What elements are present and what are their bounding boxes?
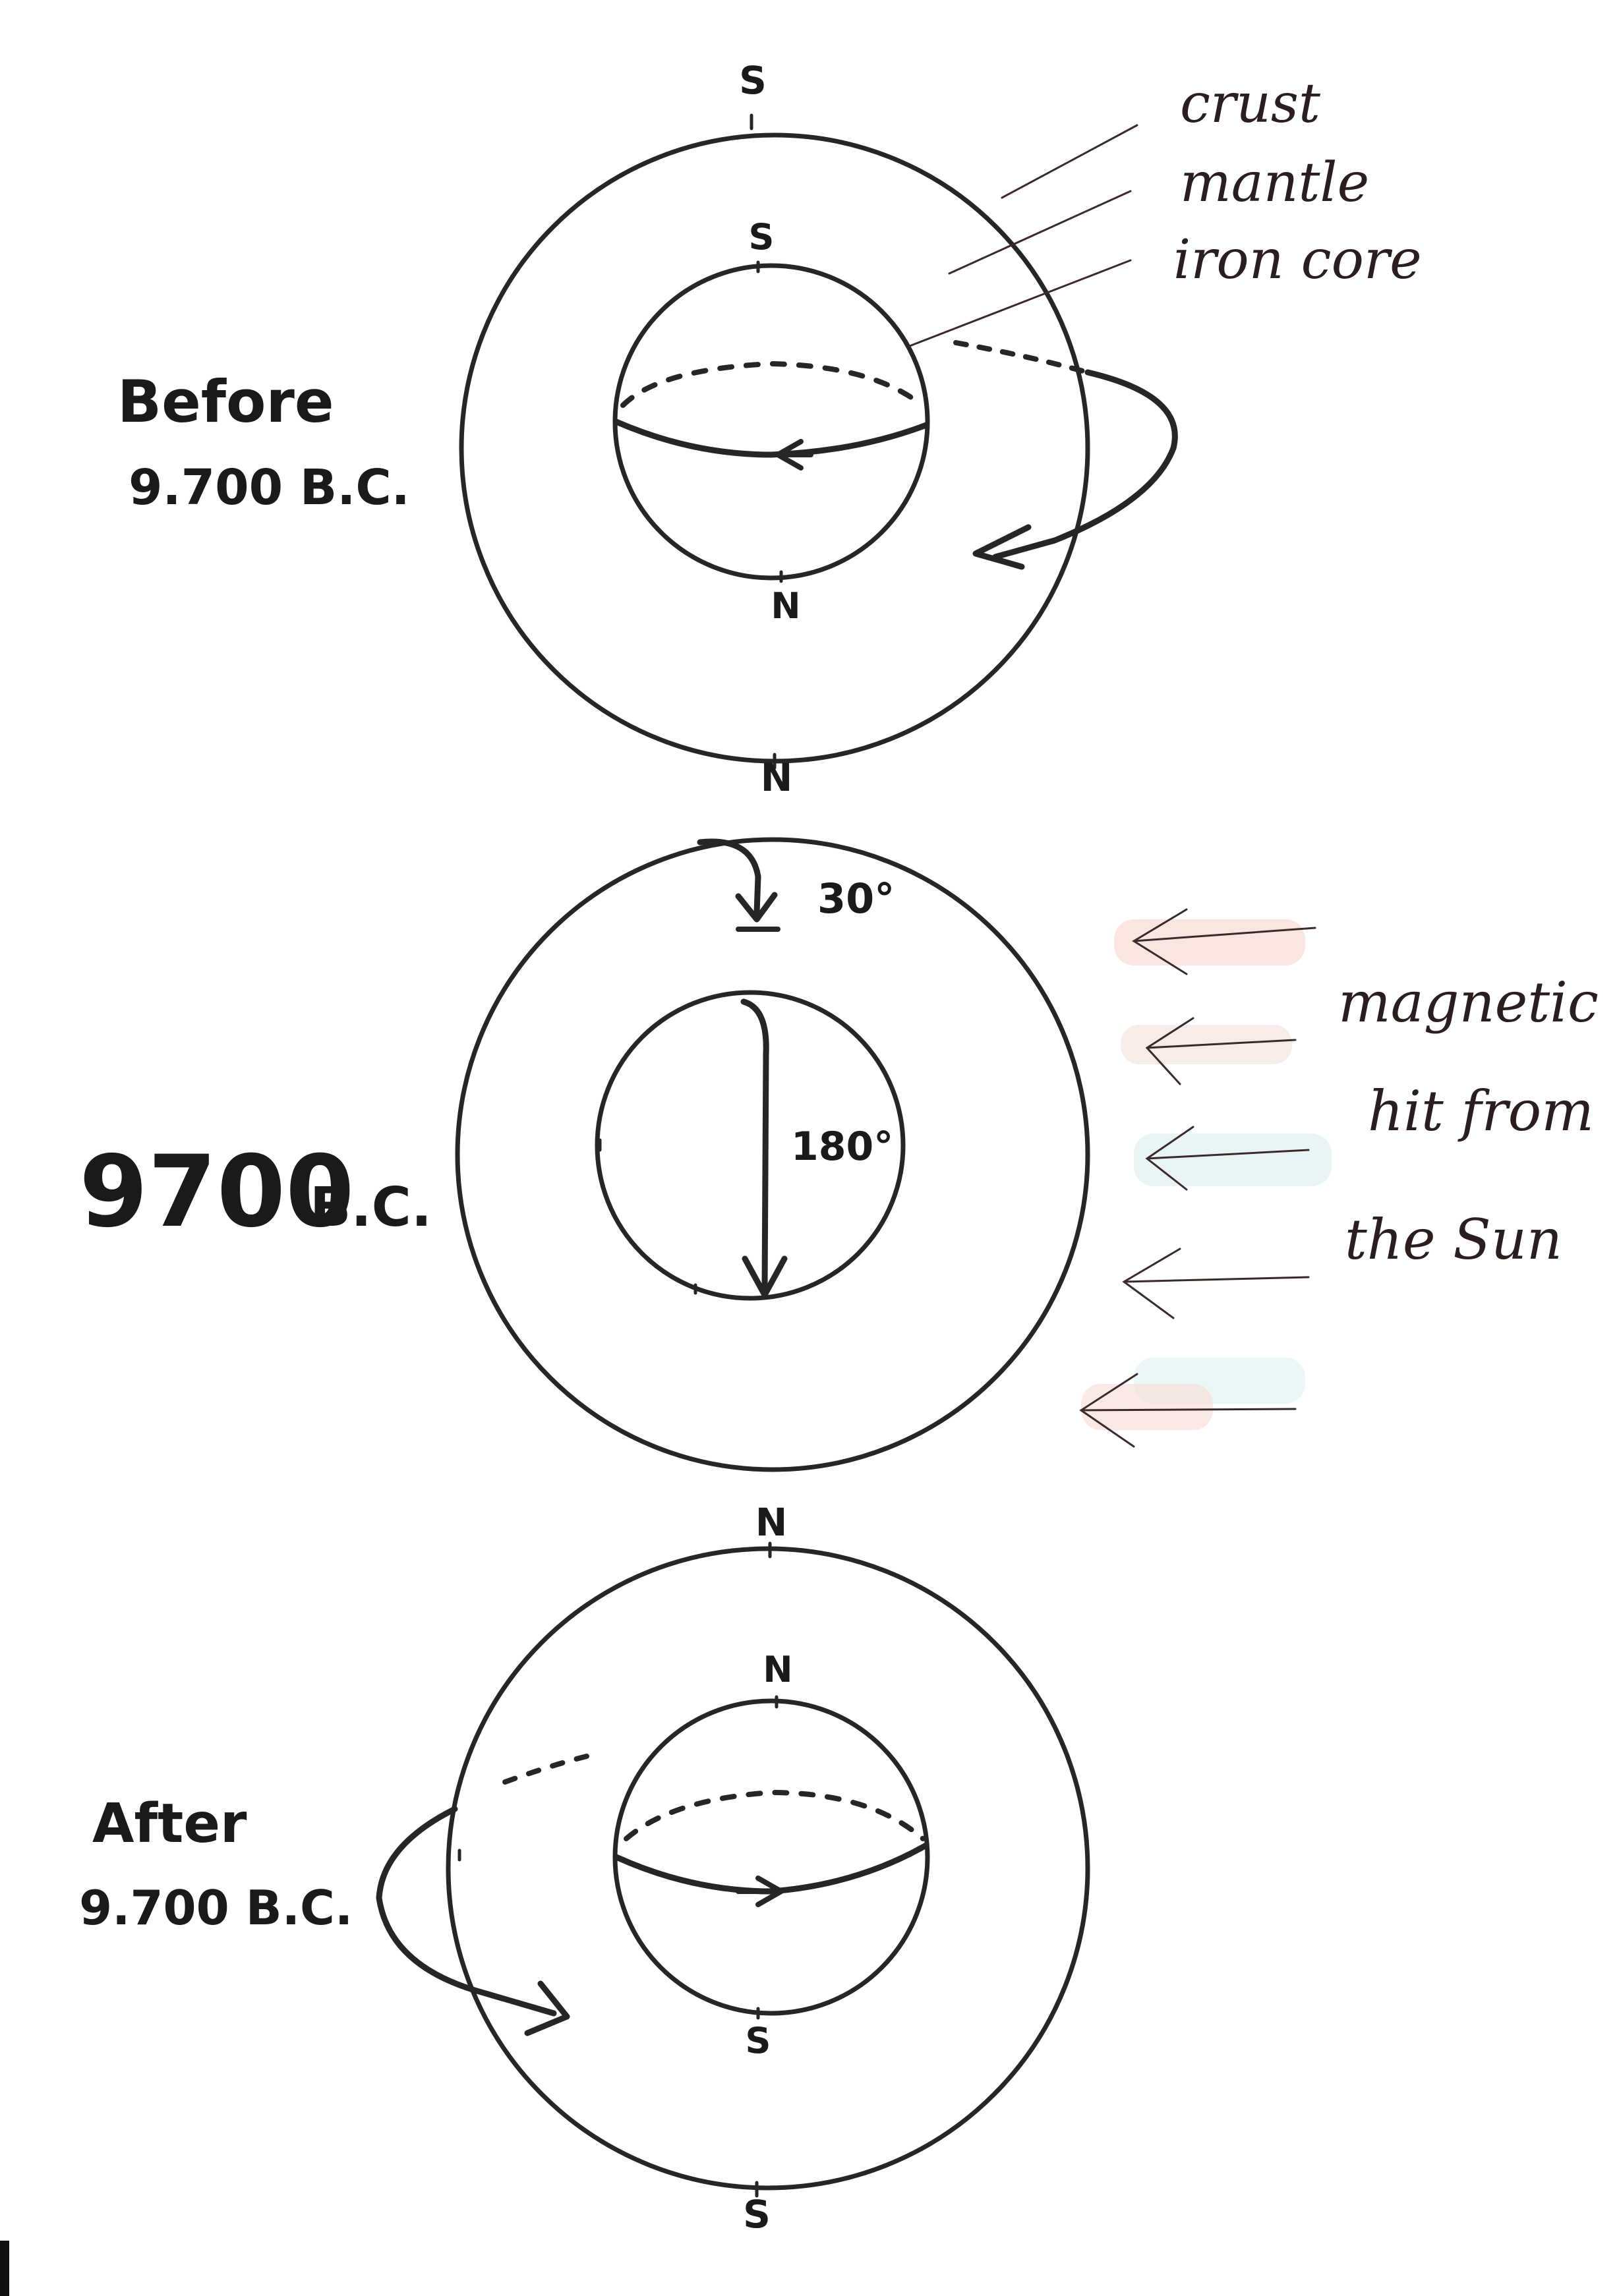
magnetic-arrow-1 xyxy=(1132,908,1316,975)
event-era-label: B.C. xyxy=(310,1176,432,1239)
magnetic-arrow-5 xyxy=(1079,1373,1297,1448)
event-outer-earth-circle xyxy=(455,837,1090,1472)
legend-iron-core: iron core xyxy=(1173,229,1422,291)
core-flip-angle-label: 180° xyxy=(791,1124,893,1170)
mantle-leader-line xyxy=(948,190,1132,275)
before-core-rotation-arrow xyxy=(775,439,813,471)
after-outer-earth-circle xyxy=(446,1546,1090,2191)
arrow-highlight-3 xyxy=(1134,1134,1332,1186)
after-label-line2: 9.700 B.C. xyxy=(79,1880,353,1936)
after-core-equator-back xyxy=(624,1790,926,1841)
before-rotation-loop xyxy=(953,340,1090,375)
crust-shift-arrowhead xyxy=(735,892,778,923)
crust-shift-arrow xyxy=(697,838,761,916)
after-core-rotation-arrow xyxy=(736,1876,784,1907)
before-core-top-pole-label: S xyxy=(749,216,775,258)
arrow-highlight-5 xyxy=(1081,1384,1213,1430)
before-outer-earth-circle xyxy=(459,132,1090,764)
scan-edge-mark xyxy=(0,2241,9,2296)
arrow-highlight-1 xyxy=(1114,919,1305,965)
core-flip-arrowhead xyxy=(742,1255,788,1298)
after-label-line1: After xyxy=(92,1793,247,1855)
event-iron-core-circle xyxy=(595,990,906,1301)
before-iron-core-circle xyxy=(612,263,930,581)
magnetic-arrow-4 xyxy=(1122,1248,1310,1319)
magnetic-arrow-3 xyxy=(1145,1126,1310,1191)
event-panel: 30° 180° 9700 B.C. xyxy=(79,837,1090,1472)
magnetic-hit-arrows: magnetic hit from the Sun xyxy=(1079,908,1599,1448)
before-core-equator xyxy=(613,418,929,458)
after-rotation-loop xyxy=(492,1754,589,1789)
before-panel: S N S N Before 9.700 B.C. xyxy=(117,58,1178,800)
after-rotation-loop-arrowhead xyxy=(524,1980,570,2036)
after-core-top-pole-label: N xyxy=(763,1649,792,1690)
crust-shift-angle-label: 30° xyxy=(817,875,895,923)
after-outer-bottom-pole-label: S xyxy=(743,2192,771,2237)
before-label-line2: 9.700 B.C. xyxy=(129,459,410,516)
core-flip-arrow xyxy=(740,998,769,1292)
before-outer-top-pole-label: S xyxy=(739,58,767,103)
before-label-line1: Before xyxy=(117,368,334,436)
legend-mantle: mantle xyxy=(1180,152,1369,214)
crust-leader-line xyxy=(1001,124,1138,199)
after-outer-top-pole-label: N xyxy=(755,1500,788,1545)
event-year-label: 9700 xyxy=(79,1135,354,1249)
layer-legend: crust mantle iron core xyxy=(908,72,1422,347)
sun-annotation-line2: hit from xyxy=(1368,1079,1594,1143)
before-rotation-loop-solid xyxy=(992,369,1178,560)
after-core-bottom-pole-label: S xyxy=(746,2020,771,2061)
magnetic-arrow-2 xyxy=(1145,1017,1297,1085)
before-outer-bottom-pole-label: N xyxy=(761,755,793,800)
sun-annotation-line1: magnetic xyxy=(1338,970,1599,1035)
after-rotation-loop-solid xyxy=(376,1806,557,2017)
after-iron-core-circle xyxy=(612,1698,930,2016)
before-core-bottom-pole-label: N xyxy=(771,585,800,627)
core-leader-line xyxy=(908,259,1132,347)
legend-crust: crust xyxy=(1180,72,1321,135)
sun-annotation-line3: the Sun xyxy=(1345,1207,1562,1272)
before-rotation-loop-arrowhead xyxy=(972,524,1032,570)
after-panel: N S N S After 9.700 B.C. xyxy=(79,1500,1090,2237)
before-core-equator-back xyxy=(620,361,922,408)
